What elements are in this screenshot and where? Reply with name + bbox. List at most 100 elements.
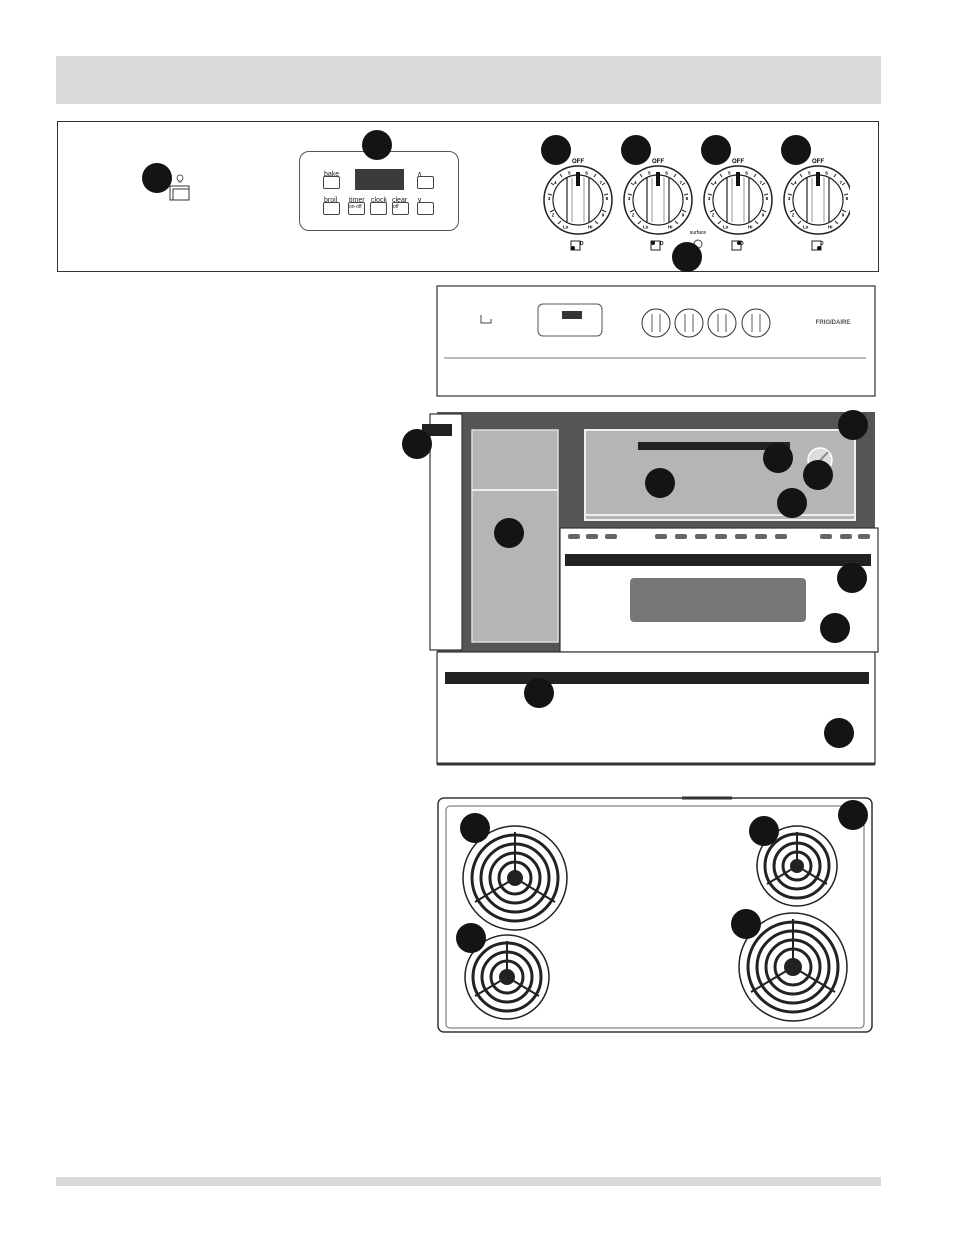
callout-oven-door-handle bbox=[837, 563, 867, 593]
knob-scale-label: 8 bbox=[766, 196, 769, 201]
callout-oven-vent bbox=[838, 410, 868, 440]
clear-label: clear bbox=[392, 197, 408, 204]
clock-button[interactable] bbox=[370, 202, 387, 215]
knob-scale-label: 2 bbox=[632, 213, 635, 218]
knob-scale-label: 4 bbox=[634, 180, 637, 185]
knob-scale-label: 2 bbox=[792, 213, 795, 218]
oven-door-window bbox=[630, 578, 806, 622]
down-arrow-button[interactable] bbox=[417, 202, 434, 215]
callout-left-rear-burner bbox=[460, 813, 490, 843]
knob-scale-label: 6 bbox=[665, 170, 668, 175]
clear-sub-label: off bbox=[393, 204, 399, 210]
oven-light-switch[interactable] bbox=[166, 172, 194, 202]
knob-scale-label: 3 bbox=[628, 196, 631, 201]
callout-cooktop bbox=[838, 800, 868, 830]
range-backguard bbox=[436, 285, 876, 397]
drawer-handle bbox=[445, 672, 869, 684]
left-rear-knob[interactable] bbox=[623, 165, 693, 235]
callout-oven-light bbox=[803, 460, 833, 490]
up-arrow-label: ∧ bbox=[417, 171, 423, 178]
knob-scale-label: 9 bbox=[842, 213, 845, 218]
knob-scale-label: Lo bbox=[723, 224, 729, 229]
surface-label: surface bbox=[690, 230, 707, 236]
control-panel-closeup bbox=[57, 121, 879, 272]
light-bulb-icon bbox=[176, 174, 184, 183]
right-rear-burner bbox=[756, 825, 838, 907]
cooktop-top-view bbox=[437, 796, 873, 1033]
burner-indicator-icon bbox=[570, 240, 581, 251]
knob-scale-label: Hi bbox=[588, 224, 593, 229]
bake-button[interactable] bbox=[323, 176, 340, 189]
callout-knob-3 bbox=[701, 135, 731, 165]
broil-button[interactable] bbox=[323, 202, 340, 215]
knob-scale-label: 9 bbox=[762, 213, 765, 218]
knob-scale-label: 5 bbox=[568, 170, 571, 175]
brand-logo: FRIGIDAIRE bbox=[816, 320, 851, 326]
callout-oven-control bbox=[362, 130, 392, 160]
timer-button[interactable] bbox=[348, 202, 365, 215]
knob-scale-label: 6 bbox=[825, 170, 828, 175]
callout-oven-door bbox=[820, 613, 850, 643]
mini-oven-control bbox=[537, 303, 603, 337]
knob-scale-label: Lo bbox=[563, 224, 569, 229]
oven-door-handle bbox=[565, 554, 871, 566]
electronic-oven-control bbox=[299, 151, 459, 231]
timer-label: timer bbox=[349, 197, 365, 204]
footer-bar bbox=[56, 1177, 881, 1186]
knob-scale-label: 6 bbox=[585, 170, 588, 175]
knob-off-label: OFF bbox=[572, 159, 584, 165]
callout-knob-2 bbox=[621, 135, 651, 165]
knob-scale-label: 7 bbox=[599, 180, 602, 185]
oven-door-side bbox=[429, 413, 463, 651]
knob-scale-label: 7 bbox=[759, 180, 762, 185]
knob-scale-label: 9 bbox=[682, 213, 685, 218]
broil-element bbox=[638, 442, 790, 450]
storage-drawer bbox=[436, 651, 876, 765]
callout-broil-element bbox=[763, 443, 793, 473]
bake-label: bake bbox=[324, 171, 340, 178]
timer-sub-label: on-off bbox=[349, 204, 362, 210]
left-front-knob[interactable] bbox=[543, 165, 613, 235]
knob-scale-label: 6 bbox=[745, 170, 748, 175]
up-arrow-button[interactable] bbox=[417, 176, 434, 189]
knob-scale-label: Hi bbox=[668, 224, 673, 229]
burner-indicator-icon bbox=[811, 240, 822, 251]
header-bar bbox=[56, 56, 881, 104]
burner-indicator-icon bbox=[731, 240, 742, 251]
left-rear-burner bbox=[462, 825, 568, 931]
knob-off-label: OFF bbox=[732, 159, 744, 165]
knob-scale-label: 4 bbox=[714, 180, 717, 185]
knob-scale-label: 5 bbox=[808, 170, 811, 175]
knob-scale-label: 4 bbox=[794, 180, 797, 185]
knob-scale-label: 7 bbox=[839, 180, 842, 185]
knob-off-label: OFF bbox=[652, 159, 664, 165]
right-front-burner bbox=[738, 912, 848, 1022]
knob-scale-label: 8 bbox=[606, 196, 609, 201]
right-rear-knob[interactable] bbox=[703, 165, 773, 235]
knob-scale-label: 8 bbox=[686, 196, 689, 201]
knob-scale-label: 4 bbox=[554, 180, 557, 185]
knob-scale-label: 2 bbox=[712, 213, 715, 218]
knob-scale-label: Lo bbox=[643, 224, 649, 229]
knob-scale-label: Hi bbox=[748, 224, 753, 229]
right-front-knob[interactable] bbox=[783, 165, 850, 235]
knob-scale-label: 8 bbox=[846, 196, 849, 201]
callout-storage-drawer bbox=[824, 718, 854, 748]
callout-knob-1 bbox=[541, 135, 571, 165]
callout-oven-interior bbox=[645, 468, 675, 498]
knob-scale-label: 3 bbox=[548, 196, 551, 201]
knob-scale-label: 3 bbox=[708, 196, 711, 201]
callout-drawer-handle bbox=[524, 678, 554, 708]
clear-button[interactable] bbox=[392, 202, 409, 215]
knob-scale-label: 7 bbox=[679, 180, 682, 185]
callout-oven-rack bbox=[777, 488, 807, 518]
knob-scale-label: 5 bbox=[648, 170, 651, 175]
callout-knob-4 bbox=[781, 135, 811, 165]
surface-knob-row: OFF OFF OFF OFF MED MED MED MED surface … bbox=[543, 159, 850, 251]
callout-oven-light bbox=[142, 163, 172, 193]
knob-scale-label: Hi bbox=[828, 224, 833, 229]
mini-light-switch-icon bbox=[480, 315, 492, 324]
knob-scale-label: 9 bbox=[602, 213, 605, 218]
knob-scale-label: Lo bbox=[803, 224, 809, 229]
clock-label: clock bbox=[371, 197, 387, 204]
